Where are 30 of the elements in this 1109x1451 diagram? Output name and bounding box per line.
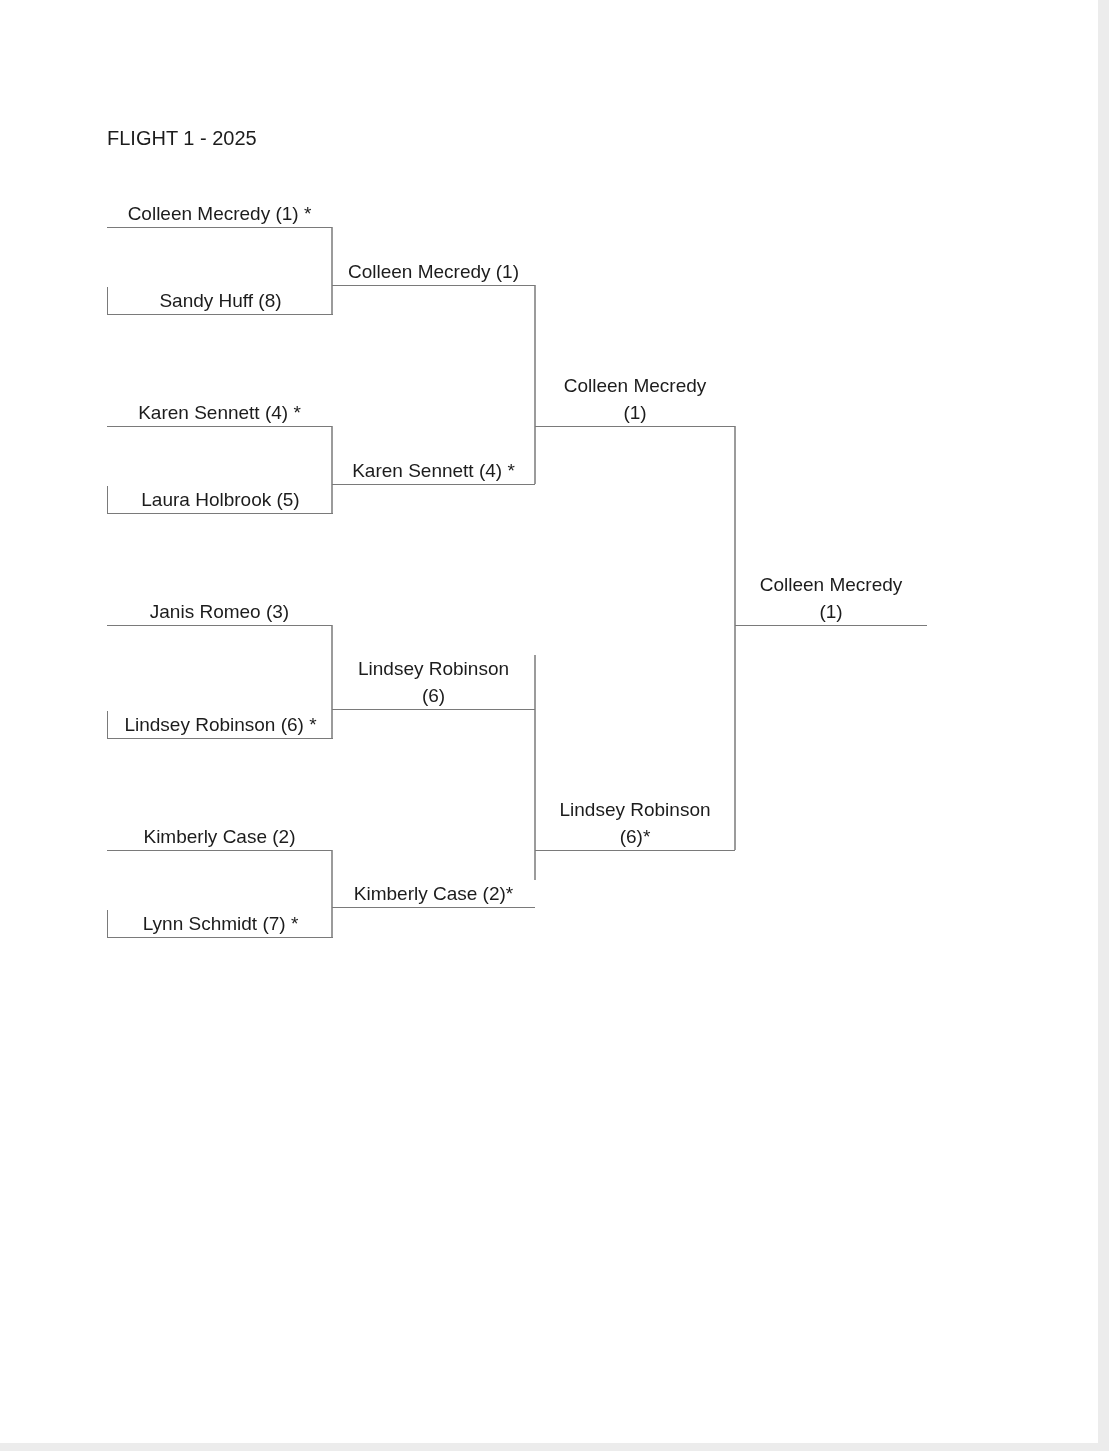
- bracket-slot: Karen Sennett (4) *: [107, 399, 332, 427]
- bracket-line: [331, 284, 333, 315]
- bracket-slot: Colleen Mecredy (1) *: [107, 200, 332, 228]
- bracket-slot: Kimberly Case (2)*: [332, 880, 535, 908]
- bracket-slot: Colleen Mecredy (1): [535, 372, 735, 427]
- bracket-line: [331, 226, 333, 286]
- bracket-slot: Lindsey Robinson (6)*: [535, 796, 735, 851]
- bracket-line: [331, 624, 333, 710]
- bracket-line: [734, 425, 736, 626]
- bracket-line: [331, 906, 333, 938]
- bracket-slot: Laura Holbrook (5): [107, 486, 333, 514]
- bracket-line: [331, 425, 333, 485]
- bracket-slot: Colleen Mecredy (1): [735, 571, 927, 626]
- bracket-slot: Sandy Huff (8): [107, 287, 333, 315]
- bracket-slot: Janis Romeo (3): [107, 598, 332, 626]
- bracket-line: [331, 849, 333, 908]
- bracket-line: [534, 654, 536, 851]
- bracket-slot: Lindsey Robinson (6) *: [107, 711, 333, 739]
- bracket-line: [331, 708, 333, 739]
- bracket-slot: Colleen Mecredy (1): [332, 258, 535, 286]
- page-title: FLIGHT 1 - 2025: [107, 126, 257, 150]
- bracket-line: [534, 284, 536, 427]
- bracket-slot: Lindsey Robinson (6): [332, 655, 535, 710]
- bracket-line: [331, 483, 333, 514]
- bracket-slot: Lynn Schmidt (7) *: [107, 910, 333, 938]
- bracket-slot: Karen Sennett (4) *: [332, 457, 535, 485]
- bracket-line: [534, 849, 536, 881]
- bracket-slot: Kimberly Case (2): [107, 823, 332, 851]
- bracket-line: [534, 425, 536, 485]
- bracket-line: [734, 624, 736, 851]
